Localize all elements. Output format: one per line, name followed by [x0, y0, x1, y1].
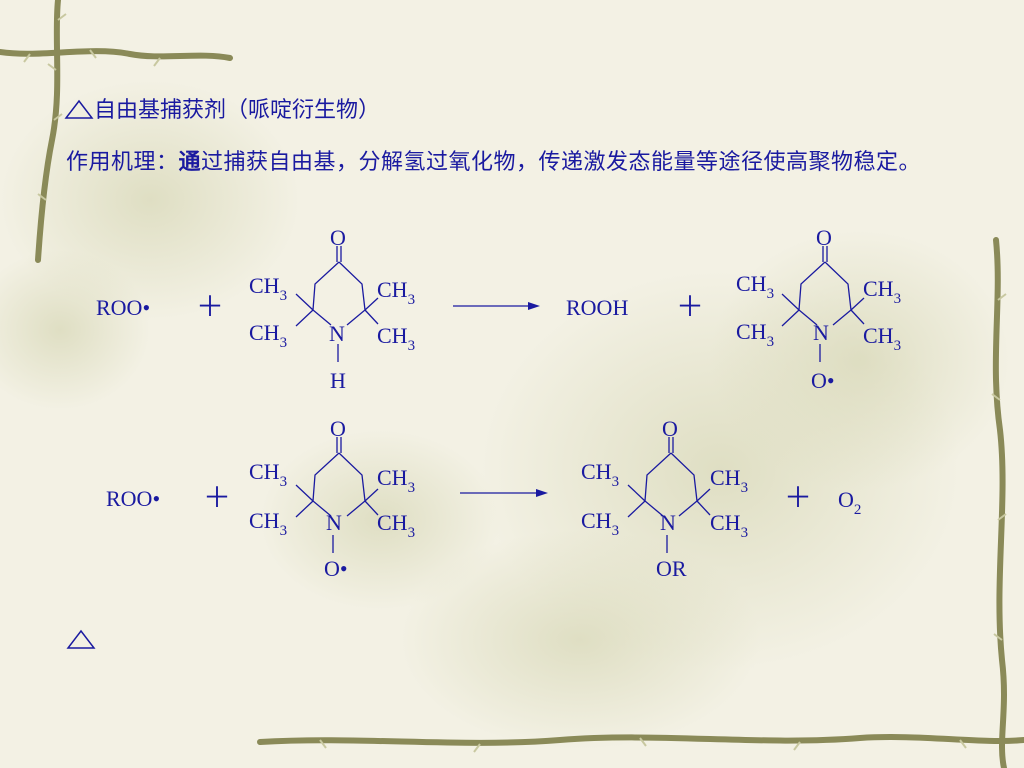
nitrogen-atom: N — [660, 510, 676, 535]
triangle-outline-icon — [64, 99, 94, 119]
methyl-group: CH3 — [377, 277, 415, 308]
methyl-group: CH3 — [249, 508, 287, 539]
methyl-group: CH3 — [736, 319, 774, 350]
methyl-group: CH3 — [249, 320, 287, 351]
methyl-group: CH3 — [863, 323, 901, 354]
oxygen-molecule: O2 — [838, 487, 861, 518]
carbonyl-o: O — [330, 225, 346, 250]
reaction-arrow — [460, 489, 548, 497]
nitroxyl-radical: O• — [811, 368, 835, 393]
paragraph-label: 作用机理： — [66, 150, 179, 175]
carbonyl-o: O — [816, 225, 832, 250]
bond-lines — [295, 246, 865, 553]
carbonyl-o: O — [330, 416, 346, 441]
nitrogen-atom: N — [329, 321, 345, 346]
plus-sign: ＋ — [196, 292, 224, 323]
paragraph-bold-char: 通 — [178, 150, 202, 175]
methyl-group: CH3 — [710, 465, 748, 496]
methyl-group: CH3 — [377, 510, 415, 541]
paragraph-body: 过捕获自由基，分解氢过氧化物，传递激发态能量等途径使高聚物稳定。 — [201, 150, 922, 175]
nitrogen-atom: N — [813, 320, 829, 345]
nitroxyl-radical: O• — [324, 556, 348, 581]
plus-sign: ＋ — [784, 483, 812, 514]
methyl-group: CH3 — [710, 510, 748, 541]
alkoxyamine-or: OR — [656, 556, 687, 581]
reaction-arrow — [453, 302, 540, 310]
methyl-group: CH3 — [249, 273, 287, 304]
roo-radical: ROO• — [96, 295, 150, 320]
slide-heading: 自由基捕获剂（哌啶衍生物） — [64, 92, 380, 124]
methyl-group: CH3 — [581, 459, 619, 490]
carbonyl-o: O — [662, 416, 678, 441]
methyl-group: CH3 — [377, 323, 415, 354]
mechanism-paragraph: 作用机理：通过捕获自由基，分解氢过氧化物，传递激发态能量等途径使高聚物稳定。 — [12, 139, 1012, 187]
roo-radical: ROO• — [106, 486, 160, 511]
methyl-group: CH3 — [863, 276, 901, 307]
methyl-group: CH3 — [736, 271, 774, 302]
methyl-group: CH3 — [581, 508, 619, 539]
nitrogen-atom: N — [326, 510, 342, 535]
plus-sign: ＋ — [203, 483, 231, 514]
triangle-outline-icon — [66, 629, 96, 649]
plus-sign: ＋ — [676, 292, 704, 323]
methyl-group: CH3 — [377, 465, 415, 496]
rooh-product: ROOH — [566, 295, 628, 320]
methyl-group: CH3 — [249, 459, 287, 490]
hydrogen-atom: H — [330, 368, 346, 393]
heading-text: 自由基捕获剂（哌啶衍生物） — [94, 98, 381, 123]
